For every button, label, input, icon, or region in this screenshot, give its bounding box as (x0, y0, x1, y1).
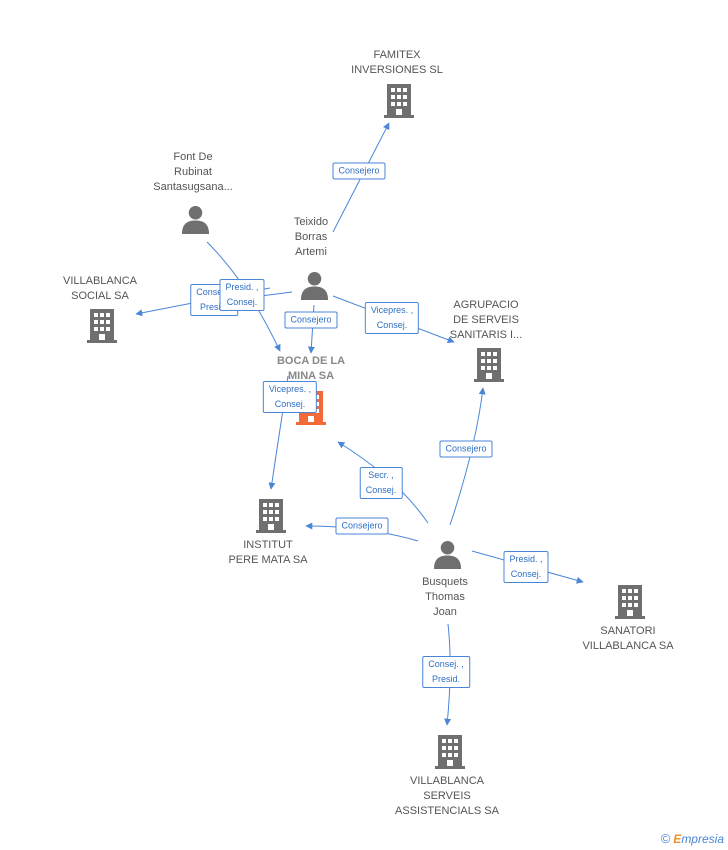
busquets-person-icon[interactable] (433, 540, 462, 569)
edge-label-teixido-villablanca-social: Presid. , Consej. (219, 279, 265, 311)
villablanca-serveis-building-icon[interactable] (435, 735, 465, 769)
villablanca-serveis-label[interactable]: VILLABLANCA SERVEIS ASSISTENCIALS SA (395, 775, 499, 817)
font-label[interactable]: Font De Rubinat Santasugsana... (153, 151, 233, 193)
edge-label-busquets-sanatori: Presid. , Consej. (503, 551, 549, 583)
empresia-logo[interactable]: ©Empresia (660, 831, 724, 846)
teixido-person-icon[interactable] (300, 271, 329, 300)
agrupacio-building-icon[interactable] (474, 348, 504, 382)
teixido-label[interactable]: Teixido Borras Artemi (293, 216, 329, 258)
font-person-icon[interactable] (181, 205, 210, 234)
famitex-building-icon[interactable] (384, 84, 414, 118)
sanatori-label[interactable]: SANATORI VILLABLANCA SA (582, 625, 674, 652)
edge-label-teixido-boca: Consejero (284, 311, 338, 329)
edge-label-busquets-villablanca-serveis: Consej. , Presid. (422, 656, 470, 688)
villablanca-social-label[interactable]: VILLABLANCA SOCIAL SA (63, 275, 137, 302)
edge-label-busquets-agrupacio: Consejero (439, 440, 493, 458)
agrupacio-label[interactable]: AGRUPACIO DE SERVEIS SANITARIS I... (449, 299, 523, 341)
boca-label[interactable]: BOCA DE LA MINA SA (276, 355, 346, 382)
edge-label-teixido-agrupacio: Vicepres. , Consej. (364, 302, 420, 334)
famitex-label[interactable]: FAMITEX INVERSIONES SL (351, 49, 443, 76)
institut-label[interactable]: INSTITUT PERE MATA SA (228, 539, 308, 566)
institut-building-icon[interactable] (256, 499, 286, 533)
villablanca-social-building-icon[interactable] (87, 309, 117, 343)
busquets-label[interactable]: Busquets Thomas Joan (422, 576, 468, 618)
edge-label-teixido-famitex: Consejero (332, 162, 386, 180)
sanatori-building-icon[interactable] (615, 585, 645, 619)
edge-label-busquets-boca: Secr. , Consej. (359, 467, 403, 499)
copyright-icon: © (660, 831, 671, 846)
edge-label-busquets-institut: Consejero (335, 517, 389, 535)
edge-label-font-institut: Vicepres. , Consej. (262, 381, 318, 413)
